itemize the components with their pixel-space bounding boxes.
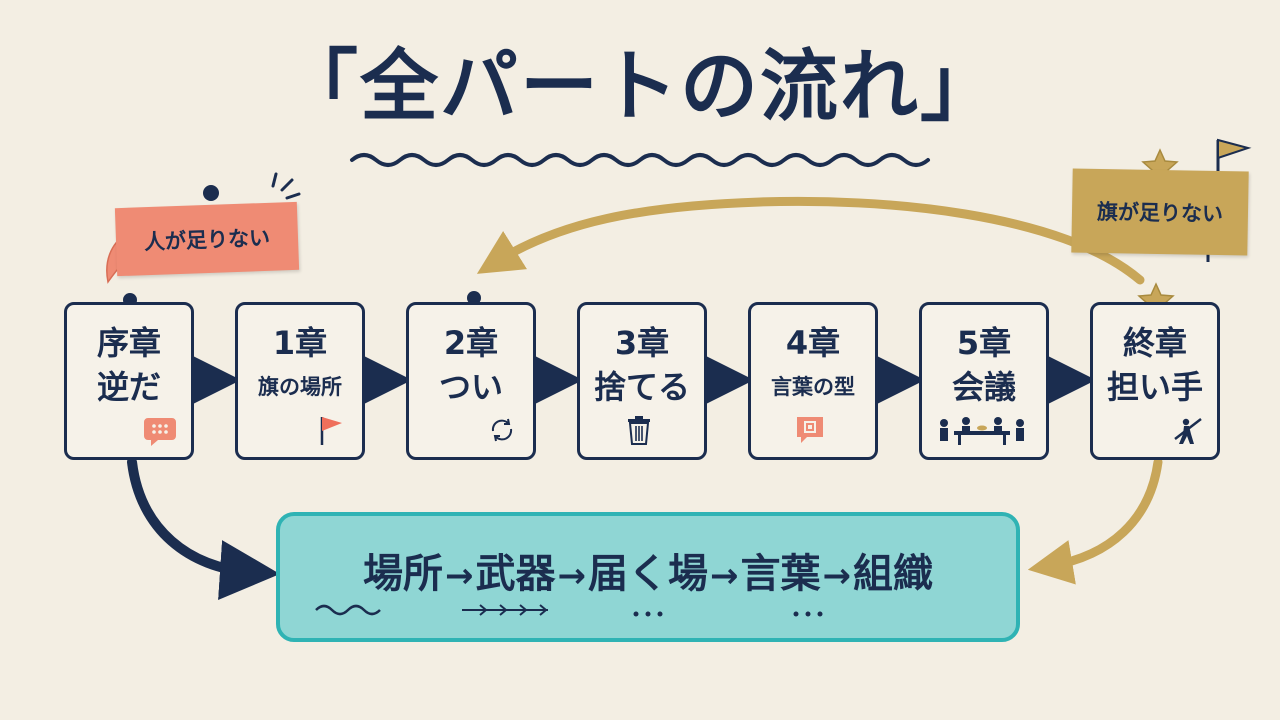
chapter-card-2: 2章 つい (406, 302, 536, 460)
chapter-card-1: 1章 旗の場所 (235, 302, 365, 460)
pennant-flag-icon-top (1216, 138, 1252, 176)
pin-chapter2 (467, 291, 481, 305)
chapter-label: 5章 (956, 324, 1012, 362)
summary-arrow: → (557, 556, 587, 596)
chapter-label: 2章 (443, 324, 499, 362)
chapter-label: 序章 (96, 324, 161, 362)
chapter-card-3: 3章 捨てる (577, 302, 707, 460)
speech-bubble-icon (144, 418, 176, 446)
chapter-label: 1章 (272, 324, 328, 362)
flag-icon (320, 417, 342, 445)
chapter-card-epilogue: 終章 担い手 (1090, 302, 1220, 460)
title-wavy-underline (350, 153, 930, 167)
meeting-icon (940, 417, 1024, 445)
note-people-shortage-text: 人が足りない (143, 225, 271, 255)
trash-icon (628, 416, 650, 445)
summary-arrow: → (710, 556, 739, 596)
summary-arrow-marks (462, 604, 548, 616)
chapter-subtitle: 旗の場所 (258, 375, 342, 399)
chapter-label: 4章 (785, 324, 841, 362)
chapter-subtitle: 担い手 (1106, 368, 1203, 406)
note-people-shortage: 人が足りない (114, 201, 300, 277)
page-title: 「全パートの流れ」 (279, 42, 1000, 132)
return-arrow-to-chapter2 (476, 196, 1145, 285)
summary-box: 場所 → 武器 → 届く場 → 言葉 → 組織 (276, 512, 1020, 642)
summary-item-place: 場所 (363, 551, 443, 597)
note-flag-shortage-text: 旗が足りない (1096, 199, 1224, 227)
emphasis-strokes (271, 172, 301, 200)
cycle-icon (491, 418, 513, 442)
chapter-subtitle: 逆だ (96, 368, 161, 406)
summary-item-reach: 届く場 (588, 551, 708, 597)
summary-item-weapon: 武器 (475, 551, 556, 597)
flag-bearer-icon (1174, 418, 1202, 444)
chat-icon (797, 417, 823, 443)
note-flag-shortage: 旗が足りない (1071, 168, 1249, 256)
summary-dot-marks (633, 611, 823, 617)
summary-arrow: → (445, 556, 474, 596)
summary-arrow: → (822, 556, 852, 596)
summary-item-words: 言葉 (740, 551, 821, 597)
chapter-card-5: 5章 会議 (919, 302, 1049, 460)
chapter-card-4: 4章 言葉の型 (748, 302, 878, 460)
chapter-subtitle: つい (438, 368, 503, 406)
chapter-subtitle: 会議 (951, 368, 1016, 406)
pin-note-red (203, 185, 219, 201)
chapter-card-prologue: 序章 逆だ (64, 302, 194, 460)
chapter-label: 終章 (1122, 324, 1187, 362)
chapter-subtitle: 言葉の型 (771, 375, 855, 399)
arrow-prologue-to-summary (127, 457, 280, 600)
summary-decorations (315, 604, 823, 617)
summary-wavy-mark (315, 604, 381, 616)
arrow-epilogue-to-summary (1027, 457, 1163, 585)
chapter-subtitle: 捨てる (593, 368, 690, 406)
chapter-label: 3章 (614, 324, 670, 362)
summary-flow: 場所 → 武器 → 届く場 → 言葉 → 組織 (280, 554, 1016, 594)
summary-item-organization: 組織 (853, 551, 933, 597)
